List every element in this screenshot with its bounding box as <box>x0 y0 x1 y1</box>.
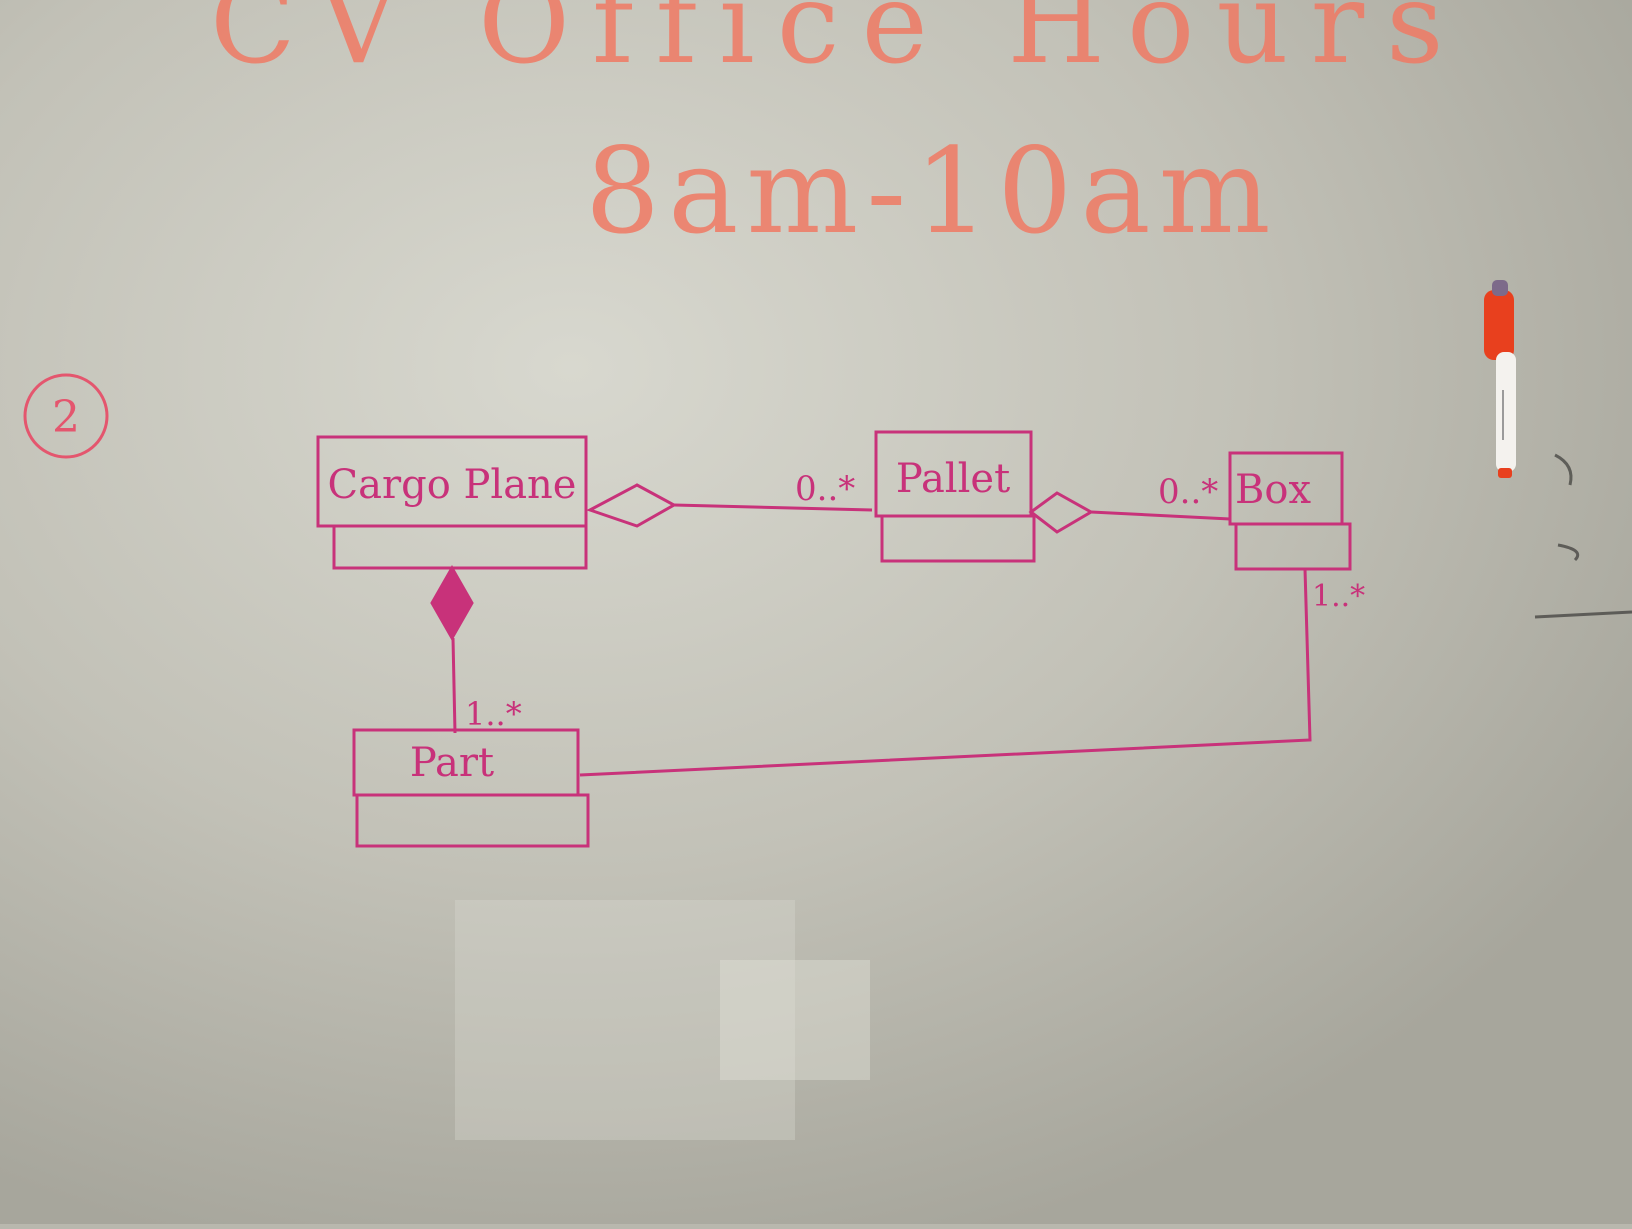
multiplicity-pallet-box: 0..* <box>1158 472 1218 512</box>
class-name-part: Part <box>410 740 494 786</box>
class-attributes-part <box>355 793 590 848</box>
glare-reflection <box>720 960 870 1080</box>
header-line2: 8am-10am <box>585 122 1279 260</box>
class-attributes-cargo-plane <box>332 524 588 570</box>
class-name-pallet: Pallet <box>896 456 1010 502</box>
glare-reflection <box>455 900 795 1140</box>
question-number-circle <box>23 373 109 459</box>
header-line1: CV Office Hours <box>210 0 1466 89</box>
association-box-part <box>579 568 1312 777</box>
association-plane-part <box>451 637 457 734</box>
class-attributes-pallet <box>880 514 1036 563</box>
question-number: 2 <box>52 392 80 443</box>
multiplicity-plane-pallet: 0..* <box>795 469 855 509</box>
association-plane-pallet <box>673 503 873 512</box>
stray-marks <box>1534 453 1632 619</box>
class-name-box: Box <box>1235 467 1311 513</box>
multiplicity-box-part: 1..* <box>1312 579 1365 614</box>
uml-diagram <box>316 430 1352 848</box>
class-name-cargo-plane: Cargo Plane <box>328 462 577 508</box>
composition-diamond-plane-part <box>430 564 474 642</box>
class-attributes-box <box>1234 522 1352 571</box>
whiteboard-marker-icon[interactable] <box>1484 280 1516 478</box>
multiplicity-plane-part: 1..* <box>465 695 522 733</box>
association-pallet-box <box>1090 510 1231 521</box>
